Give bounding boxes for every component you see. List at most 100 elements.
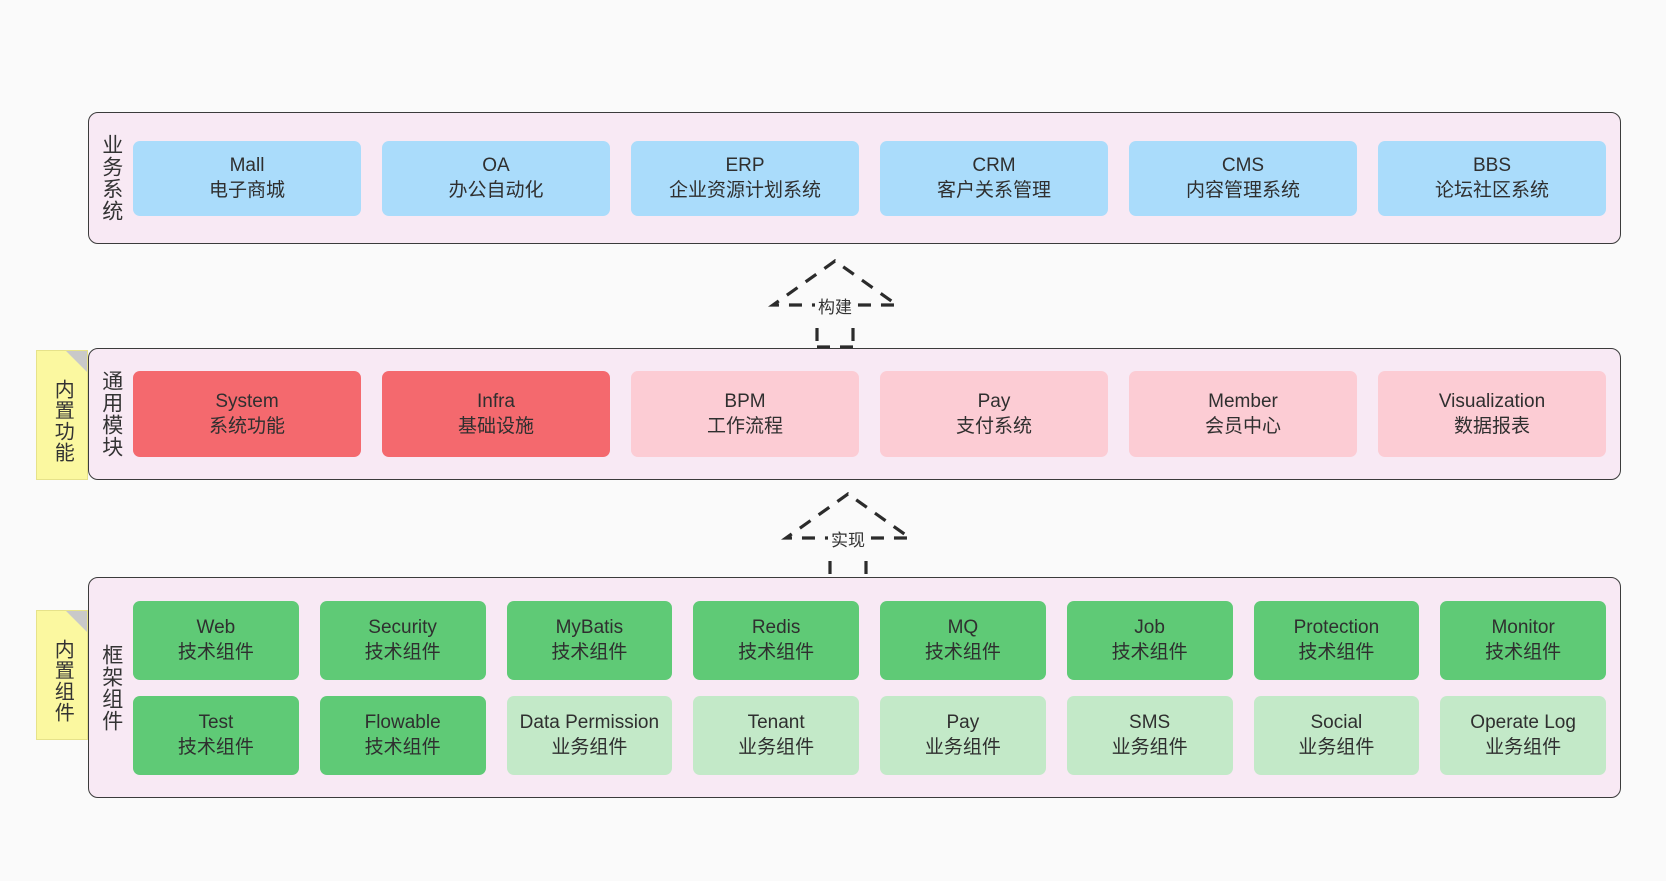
card-subtitle: 业务组件	[738, 737, 815, 758]
card-pay-component[interactable]: Pay 业务组件	[880, 695, 1046, 775]
card-infra[interactable]: Infra 基础设施	[382, 371, 610, 457]
card-title: Test	[198, 711, 234, 733]
card-mq[interactable]: MQ 技术组件	[880, 600, 1046, 680]
card-title: Security	[368, 616, 437, 638]
card-system[interactable]: System 系统功能	[133, 371, 361, 457]
card-subtitle: 技术组件	[177, 737, 254, 758]
note-fold-corner-icon	[66, 351, 87, 372]
card-oa[interactable]: OA 办公自动化	[382, 140, 610, 216]
card-title: SMS	[1129, 711, 1171, 733]
card-subtitle: 技术组件	[551, 642, 628, 663]
layer-body-common-modules: System 系统功能 Infra 基础设施 BPM 工作流程 Pay 支付系统…	[133, 349, 1620, 479]
card-subtitle: 支付系统	[955, 416, 1032, 437]
card-cms[interactable]: CMS 内容管理系统	[1129, 140, 1357, 216]
card-title: BPM	[724, 390, 766, 412]
layer-body-framework-components: Web 技术组件 Security 技术组件 MyBatis 技术组件 Redi…	[133, 578, 1620, 797]
card-subtitle: 技术组件	[924, 642, 1001, 663]
card-subtitle: 业务组件	[551, 737, 628, 758]
card-title: Mall	[229, 154, 265, 176]
framework-business-row: Test 技术组件 Flowable 技术组件 Data Permission …	[133, 695, 1606, 775]
sticky-note-builtin-features: 内置功能	[36, 350, 88, 480]
card-operate-log[interactable]: Operate Log 业务组件	[1440, 695, 1606, 775]
common-modules-row: System 系统功能 Infra 基础设施 BPM 工作流程 Pay 支付系统…	[133, 371, 1606, 457]
card-subtitle: 系统功能	[208, 416, 285, 437]
card-subtitle: 技术组件	[1298, 642, 1375, 663]
card-mybatis[interactable]: MyBatis 技术组件	[506, 600, 673, 680]
card-title: ERP	[725, 154, 765, 176]
card-bpm[interactable]: BPM 工作流程	[631, 371, 859, 457]
card-monitor[interactable]: Monitor 技术组件	[1440, 600, 1606, 680]
arrow-label-build: 构建	[815, 293, 855, 318]
card-title: Monitor	[1491, 616, 1555, 638]
card-visualization[interactable]: Visualization 数据报表	[1378, 371, 1606, 457]
card-subtitle: 技术组件	[738, 642, 815, 663]
card-social[interactable]: Social 业务组件	[1253, 695, 1420, 775]
generalization-arrow-implement: 实现	[768, 488, 928, 583]
card-title: Job	[1134, 616, 1165, 638]
card-title: Member	[1208, 390, 1278, 412]
card-title: BBS	[1472, 154, 1512, 176]
framework-tech-row: Web 技术组件 Security 技术组件 MyBatis 技术组件 Redi…	[133, 600, 1606, 680]
layer-title-common-modules: 通用模块	[99, 370, 123, 458]
card-mall[interactable]: Mall 电子商城	[133, 140, 361, 216]
card-title: Flowable	[364, 711, 441, 733]
card-subtitle: 业务组件	[1485, 737, 1562, 758]
card-title: CMS	[1221, 154, 1265, 176]
card-subtitle: 数据报表	[1453, 416, 1530, 437]
card-subtitle: 技术组件	[1485, 642, 1562, 663]
generalization-arrow-build: 构建	[755, 255, 915, 350]
note-fold-corner-icon	[66, 611, 87, 632]
card-title: Visualization	[1438, 390, 1546, 412]
card-title: Pay	[977, 390, 1011, 412]
card-subtitle: 技术组件	[177, 642, 254, 663]
card-test[interactable]: Test 技术组件	[133, 695, 299, 775]
card-subtitle: 基础设施	[457, 416, 534, 437]
sticky-note-builtin-components: 内置组件	[36, 610, 88, 740]
card-web[interactable]: Web 技术组件	[133, 600, 299, 680]
card-subtitle: 技术组件	[1111, 642, 1188, 663]
card-erp[interactable]: ERP 企业资源计划系统	[631, 140, 859, 216]
card-pay-module[interactable]: Pay 支付系统	[880, 371, 1108, 457]
layer-title-business-systems: 业务系统	[99, 134, 123, 222]
card-title: Infra	[476, 390, 516, 412]
card-tenant[interactable]: Tenant 业务组件	[693, 695, 859, 775]
card-subtitle: 会员中心	[1204, 416, 1281, 437]
card-flowable[interactable]: Flowable 技术组件	[319, 695, 486, 775]
card-title: Tenant	[747, 711, 805, 733]
card-job[interactable]: Job 技术组件	[1066, 600, 1233, 680]
card-subtitle: 论坛社区系统	[1434, 180, 1549, 201]
card-subtitle: 电子商城	[208, 180, 285, 201]
card-sms[interactable]: SMS 业务组件	[1066, 695, 1233, 775]
card-title: Operate Log	[1470, 711, 1576, 733]
layer-framework-components: 框架组件 Web 技术组件 Security 技术组件 MyBatis 技术组件…	[88, 577, 1621, 798]
note-label: 内置功能	[51, 379, 74, 463]
card-title: Pay	[946, 711, 980, 733]
card-subtitle: 业务组件	[924, 737, 1001, 758]
card-title: Web	[196, 616, 236, 638]
card-subtitle: 工作流程	[706, 416, 783, 437]
card-subtitle: 办公自动化	[448, 180, 544, 201]
card-subtitle: 客户关系管理	[936, 180, 1051, 201]
card-title: MQ	[947, 616, 979, 638]
card-title: MyBatis	[555, 616, 624, 638]
card-title: Redis	[751, 616, 801, 638]
layer-body-business-systems: Mall 电子商城 OA 办公自动化 ERP 企业资源计划系统 CRM 客户关系…	[133, 113, 1620, 243]
layer-common-modules: 通用模块 System 系统功能 Infra 基础设施 BPM 工作流程 Pay…	[88, 348, 1621, 480]
card-subtitle: 内容管理系统	[1185, 180, 1300, 201]
layer-title-framework-components: 框架组件	[99, 643, 123, 732]
card-protection[interactable]: Protection 技术组件	[1253, 600, 1420, 680]
card-bbs[interactable]: BBS 论坛社区系统	[1378, 140, 1606, 216]
card-security[interactable]: Security 技术组件	[319, 600, 486, 680]
card-subtitle: 业务组件	[1298, 737, 1375, 758]
business-systems-row: Mall 电子商城 OA 办公自动化 ERP 企业资源计划系统 CRM 客户关系…	[133, 140, 1606, 216]
arrow-label-implement: 实现	[828, 526, 868, 551]
card-crm[interactable]: CRM 客户关系管理	[880, 140, 1108, 216]
card-redis[interactable]: Redis 技术组件	[693, 600, 859, 680]
card-member[interactable]: Member 会员中心	[1129, 371, 1357, 457]
card-title: Data Permission	[519, 711, 660, 733]
card-subtitle: 企业资源计划系统	[668, 180, 821, 201]
card-data-permission[interactable]: Data Permission 业务组件	[506, 695, 673, 775]
layer-business-systems: 业务系统 Mall 电子商城 OA 办公自动化 ERP 企业资源计划系统 CRM…	[88, 112, 1621, 244]
card-title: Protection	[1293, 616, 1380, 638]
